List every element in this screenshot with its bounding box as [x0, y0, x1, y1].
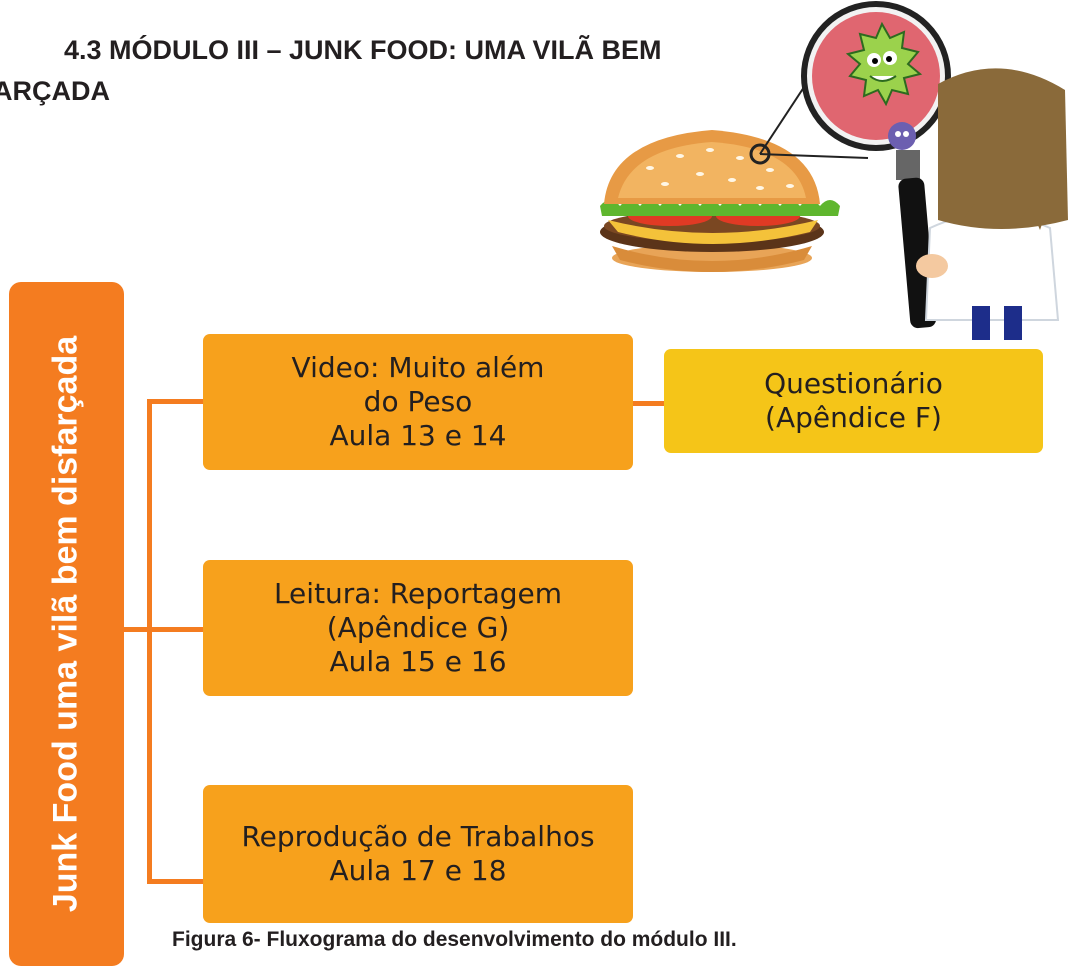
figure-caption: Figura 6- Fluxograma do desenvolvimento … — [172, 928, 737, 951]
germ-icon — [845, 21, 923, 150]
node-leitura: Leitura: Reportagem (Apêndice G) Aula 15… — [203, 560, 633, 696]
node-reproducao: Reprodução de Trabalhos Aula 17 e 18 — [203, 785, 633, 923]
node-questionario: Questionário (Apêndice F) — [664, 349, 1043, 453]
section-heading-line2: SFARÇADA — [0, 76, 111, 106]
node-video: Video: Muito além do Peso Aula 13 e 14 — [203, 334, 633, 470]
root-node — [9, 282, 124, 966]
root-node-label: Junk Food uma vilã bem disfarçada — [46, 335, 85, 913]
scientist-icon — [916, 68, 1068, 340]
connector-leitura — [124, 627, 205, 632]
connector-questionario — [632, 401, 666, 406]
hamburger-icon — [600, 130, 840, 272]
section-heading: 4.3 MÓDULO III – JUNK FOOD: UMA VILÃ BEM… — [0, 30, 810, 112]
section-heading-line1: 4.3 MÓDULO III – JUNK FOOD: UMA VILÃ BEM — [64, 35, 662, 65]
connector-trunk — [147, 399, 152, 884]
connector-reproducao — [147, 879, 205, 884]
connector-video — [147, 399, 205, 404]
